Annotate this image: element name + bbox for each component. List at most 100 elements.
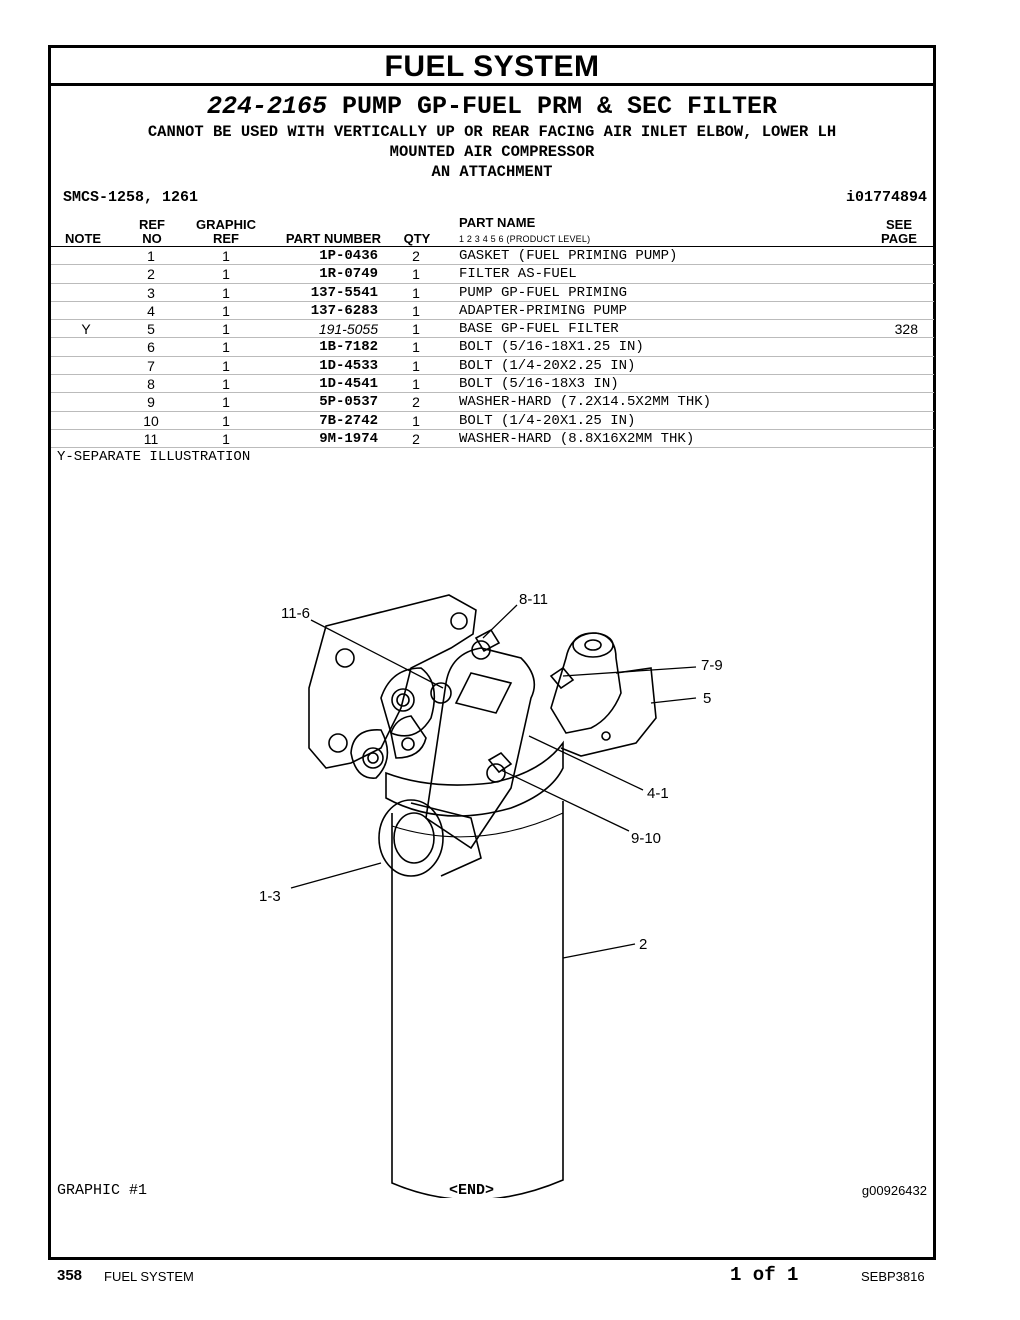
row-graphic: 1: [222, 302, 230, 319]
callout-5: 5: [703, 690, 711, 707]
row-part-name: WASHER-HARD (8.8X16X2MM THK): [459, 430, 695, 447]
graphic-id: g00926432: [861, 1183, 927, 1198]
row-graphic: 1: [222, 266, 230, 283]
col-part-name: PART NAME: [459, 215, 536, 230]
row-part-name: GASKET (FUEL PRIMING PUMP): [459, 248, 678, 264]
group-header: 224-2165 PUMP GP-FUEL PRM & SEC FILTER C…: [51, 92, 933, 182]
row-part-name: ADAPTER-PRIMING PUMP: [459, 302, 628, 319]
page-number: 358: [57, 1267, 83, 1284]
row-part-name: PUMP GP-FUEL PRIMING: [459, 284, 628, 301]
row-part-number[interactable]: 137-6283: [310, 302, 378, 319]
page-of-count: 1 of 1: [730, 1264, 799, 1286]
row-ref: 2: [147, 266, 155, 283]
table-row: Y 5 1 191-5055 1 BASE GP-FUEL FILTER 328: [51, 320, 934, 339]
header-rule: [51, 246, 934, 247]
group-note-2: MOUNTED AIR COMPRESSOR: [389, 143, 595, 161]
row-qty: 1: [412, 339, 420, 356]
end-marker: <END>: [449, 1182, 495, 1199]
table-row: 4 1 137-6283 1 ADAPTER-PRIMING PUMP: [51, 302, 934, 321]
page-footer: 358 FUEL SYSTEM 1 of 1 SEBP3816: [0, 1262, 1020, 1292]
callout-9-10: 9-10: [631, 830, 661, 847]
row-part-number[interactable]: 1D-4533: [319, 357, 378, 374]
priming-pump: [378, 640, 536, 877]
row-part-name: FILTER AS-FUEL: [459, 266, 577, 283]
row-part-name: BASE GP-FUEL FILTER: [459, 321, 619, 338]
smcs-code: SMCS-1258, 1261: [63, 189, 199, 206]
callout-1-3: 1-3: [259, 888, 281, 905]
row-graphic: 1: [222, 412, 230, 429]
callout-4-1: 4-1: [647, 785, 669, 802]
table-row: 1 1 1P-0436 2 GASKET (FUEL PRIMING PUMP): [51, 247, 934, 266]
row-part-number[interactable]: 1B-7182: [319, 339, 378, 356]
table-row: 3 1 137-5541 1 PUMP GP-FUEL PRIMING: [51, 284, 934, 302]
row-part-name: BOLT (1/4-20X1.25 IN): [459, 412, 636, 429]
col-ref-bottom: NO: [142, 231, 162, 246]
callout-8-11: 8-11: [519, 591, 548, 608]
row-ref: 11: [143, 430, 159, 447]
col-note: NOTE: [64, 231, 102, 246]
callout-11-6: 11-6: [281, 605, 310, 622]
row-part-name: BOLT (5/16-18X1.25 IN): [459, 339, 644, 356]
row-qty: 2: [412, 248, 420, 264]
table-row: 6 1 1B-7182 1 BOLT (5/16-18X1.25 IN): [51, 338, 934, 357]
row-ref: 4: [147, 302, 155, 319]
row-ref: 9: [147, 394, 155, 411]
row-part-number[interactable]: 1R-0749: [319, 266, 378, 283]
row-part-number[interactable]: 1P-0436: [319, 248, 378, 264]
callout-leaders: [290, 604, 697, 959]
row-graphic: 1: [222, 430, 230, 447]
row-graphic: 1: [222, 394, 230, 411]
row-graphic: 1: [222, 321, 230, 338]
graphic-number: GRAPHIC #1: [57, 1182, 148, 1199]
row-part-number[interactable]: 1D-4541: [319, 376, 378, 393]
page-title: FUEL SYSTEM: [51, 48, 933, 86]
row-part-number[interactable]: 9M-1974: [319, 430, 378, 447]
row-qty: 1: [412, 284, 420, 301]
col-see-top: SEE: [885, 217, 912, 232]
row-qty: 1: [412, 266, 420, 283]
callout-7-9: 7-9: [701, 657, 723, 674]
row-qty: 1: [412, 376, 420, 393]
row-graphic: 1: [222, 284, 230, 301]
product-levels: 1 2 3 4 5 6 (PRODUCT LEVEL): [459, 234, 591, 244]
filter-canister: [391, 801, 564, 1198]
legend-note: Y-SEPARATE ILLUSTRATION: [57, 449, 251, 465]
col-ref-top: REF: [139, 217, 165, 232]
row-graphic: 1: [222, 376, 230, 393]
row-qty: 2: [412, 394, 420, 411]
row-ref: 7: [147, 357, 155, 374]
table-row: 10 1 7B-2742 1 BOLT (1/4-20X1.25 IN): [51, 412, 934, 430]
illustration-id: i01774894: [845, 189, 927, 206]
row-part-number[interactable]: 7B-2742: [319, 412, 378, 429]
row-part-number[interactable]: 191-5055: [318, 321, 378, 338]
col-part-number: PART NUMBER: [285, 231, 381, 246]
footer-section: FUEL SYSTEM: [104, 1269, 194, 1284]
group-number: 224-2165: [206, 92, 327, 121]
row-graphic: 1: [222, 248, 230, 264]
row-part-number[interactable]: 5P-0537: [319, 394, 378, 411]
group-note-3: AN ATTACHMENT: [431, 163, 553, 181]
row-ref: 10: [143, 412, 159, 429]
row-part-number[interactable]: 137-5541: [310, 284, 378, 301]
document-id: SEBP3816: [861, 1269, 925, 1284]
row-qty: 1: [412, 302, 420, 319]
row-ref: 1: [147, 248, 155, 264]
table-row: 8 1 1D-4541 1 BOLT (5/16-18X3 IN): [51, 375, 934, 394]
row-part-name: BOLT (5/16-18X3 IN): [459, 376, 619, 393]
row-ref: 3: [147, 284, 155, 301]
table-row: 9 1 5P-0537 2 WASHER-HARD (7.2X14.5X2MM …: [51, 393, 934, 412]
col-graphic-bottom: REF: [213, 231, 239, 246]
row-graphic: 1: [222, 339, 230, 356]
row-part-name: BOLT (1/4-20X2.25 IN): [459, 357, 636, 374]
col-graphic-top: GRAPHIC: [196, 217, 256, 232]
group-name: PUMP GP-FUEL PRM & SEC FILTER: [341, 92, 778, 121]
row-see-page[interactable]: 328: [894, 321, 918, 338]
table-row: 11 1 9M-1974 2 WASHER-HARD (8.8X16X2MM T…: [51, 430, 934, 449]
group-note-1: CANNOT BE USED WITH VERTICALLY UP OR REA…: [147, 123, 837, 141]
filter-base: [308, 594, 657, 817]
bolts: [474, 628, 575, 774]
exploded-parts-illustration: 11-6 8-11 7-9 5 4-1 9-10 1-3 2: [259, 591, 723, 1198]
callout-2: 2: [639, 936, 647, 953]
row-ref: 6: [147, 339, 155, 356]
col-qty: QTY: [403, 231, 431, 246]
